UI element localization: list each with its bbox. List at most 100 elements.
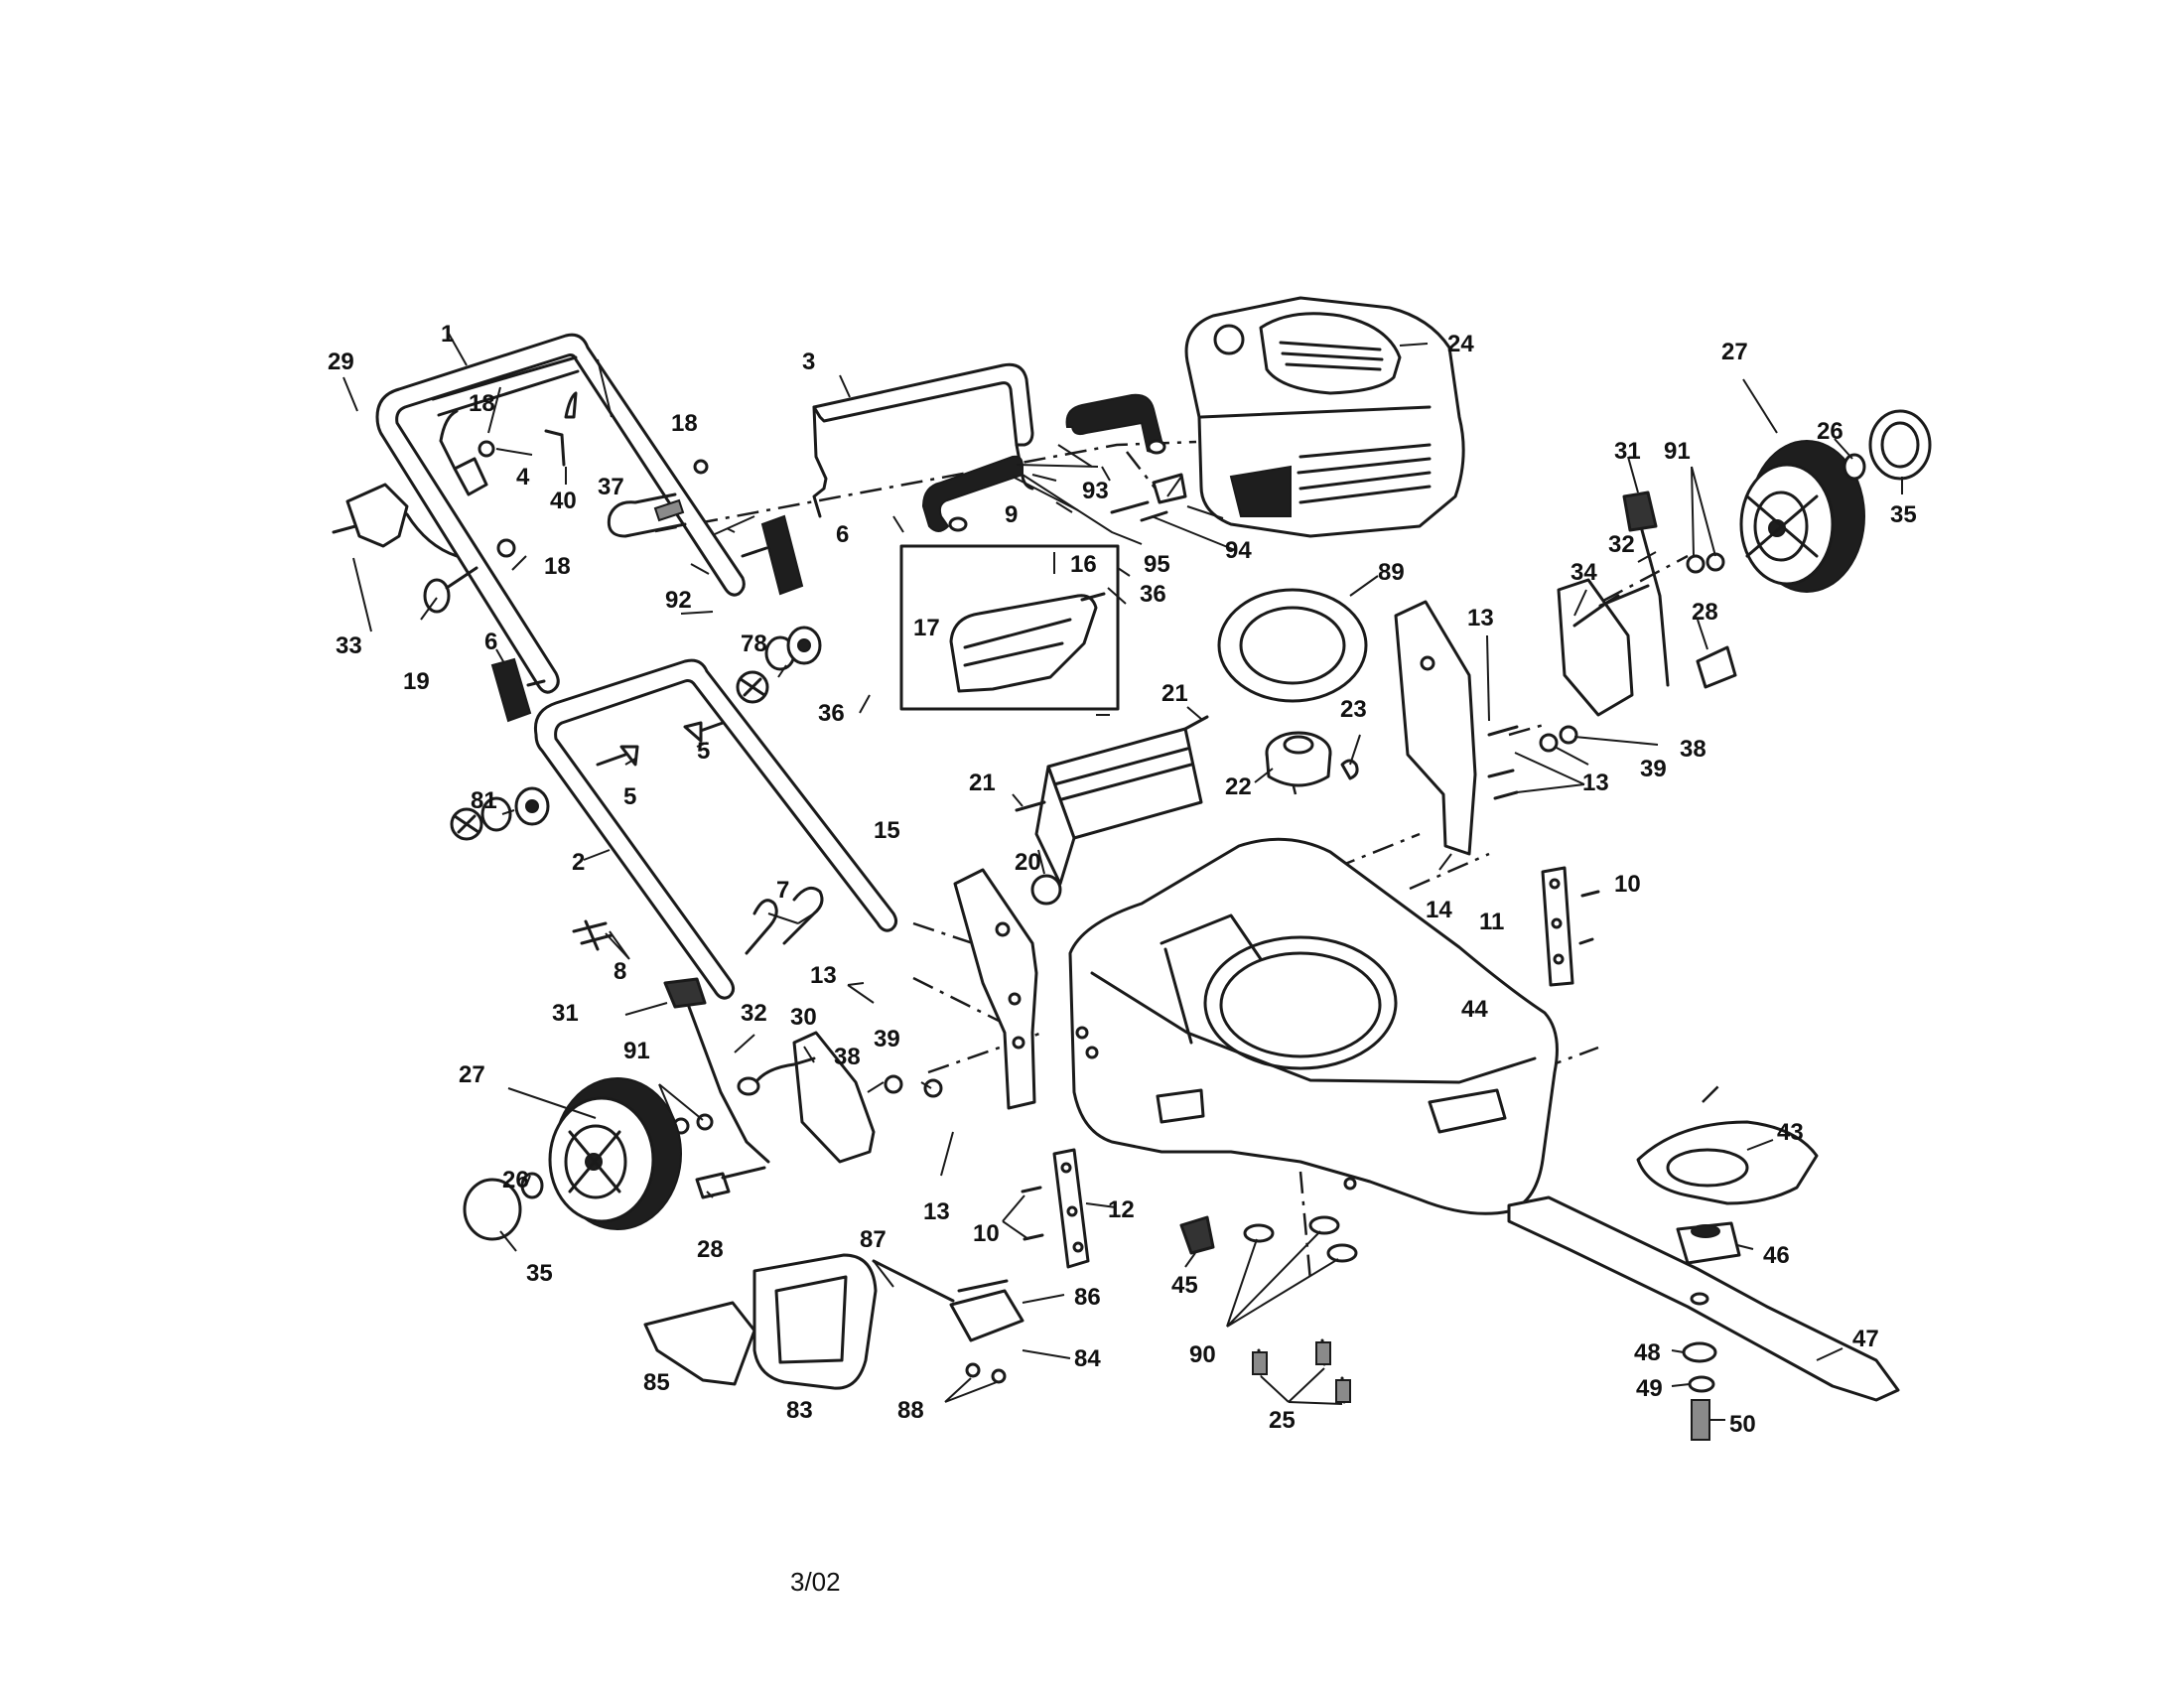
label-part-23: 23 [1340, 696, 1367, 723]
label-part-87: 87 [860, 1226, 887, 1253]
engine [1184, 296, 1465, 538]
label-part-89: 89 [1378, 559, 1405, 586]
mulching-parts [643, 1253, 1024, 1390]
label-part-13c: 13 [810, 962, 837, 989]
label-part-84: 84 [1074, 1345, 1101, 1372]
left-height-lever [663, 977, 943, 1164]
label-part-81: 81 [471, 787, 497, 814]
label-part-28b: 28 [697, 1236, 724, 1263]
label-part-14: 14 [1426, 897, 1452, 923]
label-part-49: 49 [1636, 1375, 1663, 1402]
leader-lines [342, 333, 1903, 1421]
label-part-24: 24 [1447, 331, 1474, 357]
label-part-94: 94 [1225, 537, 1252, 564]
handle-bolts-and-clips [572, 721, 824, 955]
engine-bracket [1110, 473, 1187, 522]
label-part-78: 78 [741, 631, 767, 657]
mower-deck [1068, 837, 1559, 1215]
label-part-13b: 13 [1582, 770, 1609, 796]
label-part-30: 30 [790, 1004, 817, 1031]
label-part-7: 7 [776, 877, 789, 904]
assembly-lines [654, 440, 1723, 1282]
label-part-48: 48 [1634, 1339, 1661, 1366]
label-part-3: 3 [802, 349, 815, 375]
engine-gasket-and-adapter [1217, 588, 1368, 787]
label-part-27b: 27 [459, 1061, 485, 1088]
label-part-6b: 6 [484, 629, 497, 655]
operator-bail [812, 362, 1034, 518]
label-part-33: 33 [336, 632, 362, 659]
label-part-5b: 5 [697, 738, 710, 765]
label-part-8: 8 [614, 958, 626, 985]
part-labels: 1 2 3 4 5 5 6 6 7 8 9 10 10 11 12 13 13 … [328, 321, 1917, 1438]
label-part-95: 95 [1144, 551, 1170, 578]
label-part-15: 15 [874, 817, 900, 844]
date-code: 3/02 [790, 1567, 841, 1597]
label-part-91a: 91 [1664, 438, 1691, 465]
label-part-45: 45 [1171, 1272, 1198, 1299]
label-part-32b: 32 [741, 1000, 767, 1027]
blade-bolt-stack [1682, 1341, 1717, 1441]
label-part-36a: 36 [1140, 581, 1166, 608]
label-part-12: 12 [1108, 1196, 1135, 1223]
handle-knobs [490, 514, 804, 723]
label-part-18b: 18 [671, 410, 698, 437]
label-part-36b: 36 [818, 700, 845, 727]
label-part-93: 93 [1082, 478, 1109, 504]
label-part-5a: 5 [623, 783, 636, 810]
lower-handle [533, 658, 898, 1000]
label-part-86: 86 [1074, 1284, 1101, 1311]
label-part-16: 16 [1070, 551, 1097, 578]
handle-fittings [332, 391, 709, 614]
label-part-27a: 27 [1721, 339, 1748, 365]
label-part-17: 17 [913, 615, 940, 641]
label-part-26b: 26 [502, 1167, 529, 1193]
left-wheel-bracket [1021, 1148, 1090, 1269]
label-part-10b: 10 [973, 1220, 1000, 1247]
label-part-9: 9 [1005, 501, 1018, 528]
label-part-22: 22 [1225, 773, 1252, 800]
label-part-29: 29 [328, 349, 354, 375]
label-part-38b: 38 [834, 1044, 861, 1070]
label-part-39a: 39 [1640, 756, 1667, 782]
label-part-18a: 18 [469, 390, 495, 417]
label-part-85: 85 [643, 1369, 670, 1396]
left-rear-wheel [463, 1077, 766, 1241]
height-adjusters [450, 626, 822, 841]
label-part-38a: 38 [1680, 736, 1706, 763]
label-part-83: 83 [786, 1397, 813, 1424]
blade-adapter [1636, 1120, 1819, 1265]
label-part-50: 50 [1729, 1411, 1756, 1438]
mower-blade [1507, 1195, 1900, 1402]
deck-tab [1179, 1215, 1215, 1255]
label-part-31a: 31 [1614, 438, 1641, 465]
label-part-35a: 35 [1890, 501, 1917, 528]
rear-guard-inset [899, 544, 1120, 711]
label-part-25: 25 [1269, 1407, 1296, 1434]
label-part-44: 44 [1461, 996, 1488, 1023]
label-part-92: 92 [665, 587, 692, 614]
label-part-21a: 21 [1161, 680, 1188, 707]
right-rear-wheel [1739, 409, 1932, 593]
label-part-19: 19 [403, 668, 430, 695]
label-part-2: 2 [572, 849, 585, 876]
right-wheel-bracket [1541, 866, 1600, 987]
label-part-91b: 91 [623, 1038, 650, 1064]
label-part-35b: 35 [526, 1260, 553, 1287]
rear-baffle [1015, 715, 1209, 906]
label-part-32a: 32 [1608, 531, 1635, 558]
grips [921, 393, 1166, 532]
upper-handle [375, 333, 746, 694]
label-part-20: 20 [1015, 849, 1041, 876]
label-part-13a: 13 [1467, 605, 1494, 632]
label-part-26a: 26 [1817, 418, 1843, 445]
label-part-4: 4 [516, 464, 530, 491]
label-part-46: 46 [1763, 1242, 1790, 1269]
label-part-90: 90 [1189, 1341, 1216, 1368]
label-part-28a: 28 [1692, 599, 1718, 626]
label-part-88: 88 [897, 1397, 924, 1424]
label-part-47: 47 [1852, 1326, 1879, 1352]
label-part-34: 34 [1570, 559, 1597, 586]
